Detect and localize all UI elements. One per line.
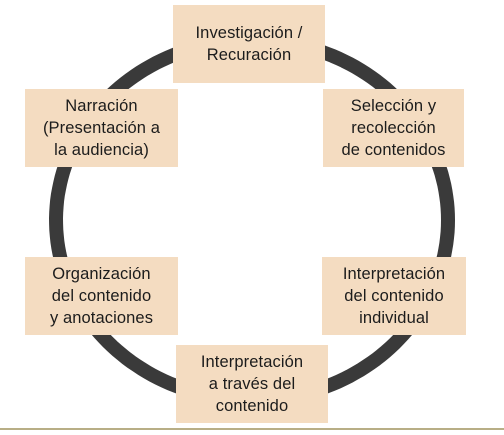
stage-narracion-line-1: Narración bbox=[65, 97, 138, 115]
stage-interpretacion-a-traves-line-2: a través del bbox=[208, 375, 296, 393]
stage-interpretacion-individual-line-1: Interpretación bbox=[342, 265, 446, 283]
stage-investigacion-line-2: Recuración bbox=[206, 46, 292, 64]
stage-organizacion-line-2: del contenido bbox=[51, 287, 152, 305]
stage-organizacion: Organización del contenido y anotaciones bbox=[25, 257, 178, 335]
stage-interpretacion-a-traves: Interpretación a través del contenido bbox=[176, 345, 328, 423]
stage-interpretacion-individual: Interpretación del contenido individual bbox=[322, 257, 466, 335]
stage-interpretacion-individual-line-2: del contenido bbox=[344, 287, 444, 305]
stage-seleccion-line-3: de contenidos bbox=[341, 141, 446, 159]
stage-seleccion-line-2: recolección bbox=[351, 119, 436, 137]
stage-narracion: Narración (Presentación a la audiencia) bbox=[25, 89, 178, 167]
stage-narracion-line-3: la audiencia) bbox=[54, 141, 149, 159]
stage-investigacion-line-1: Investigación / bbox=[195, 24, 303, 42]
stage-organizacion-line-3: y anotaciones bbox=[49, 309, 154, 327]
stage-interpretacion-a-traves-line-1: Interpretación bbox=[200, 353, 304, 371]
stage-seleccion: Selección y recolección de contenidos bbox=[323, 89, 464, 167]
stage-interpretacion-individual-line-3: individual bbox=[359, 309, 429, 327]
stage-narracion-line-2: (Presentación a bbox=[42, 119, 161, 137]
stage-organizacion-line-1: Organización bbox=[52, 265, 151, 283]
bottom-rule bbox=[0, 428, 504, 430]
stage-interpretacion-a-traves-line-3: contenido bbox=[215, 397, 289, 415]
stage-seleccion-line-1: Selección y bbox=[350, 97, 437, 115]
stage-investigacion: Investigación / Recuración bbox=[173, 5, 325, 83]
